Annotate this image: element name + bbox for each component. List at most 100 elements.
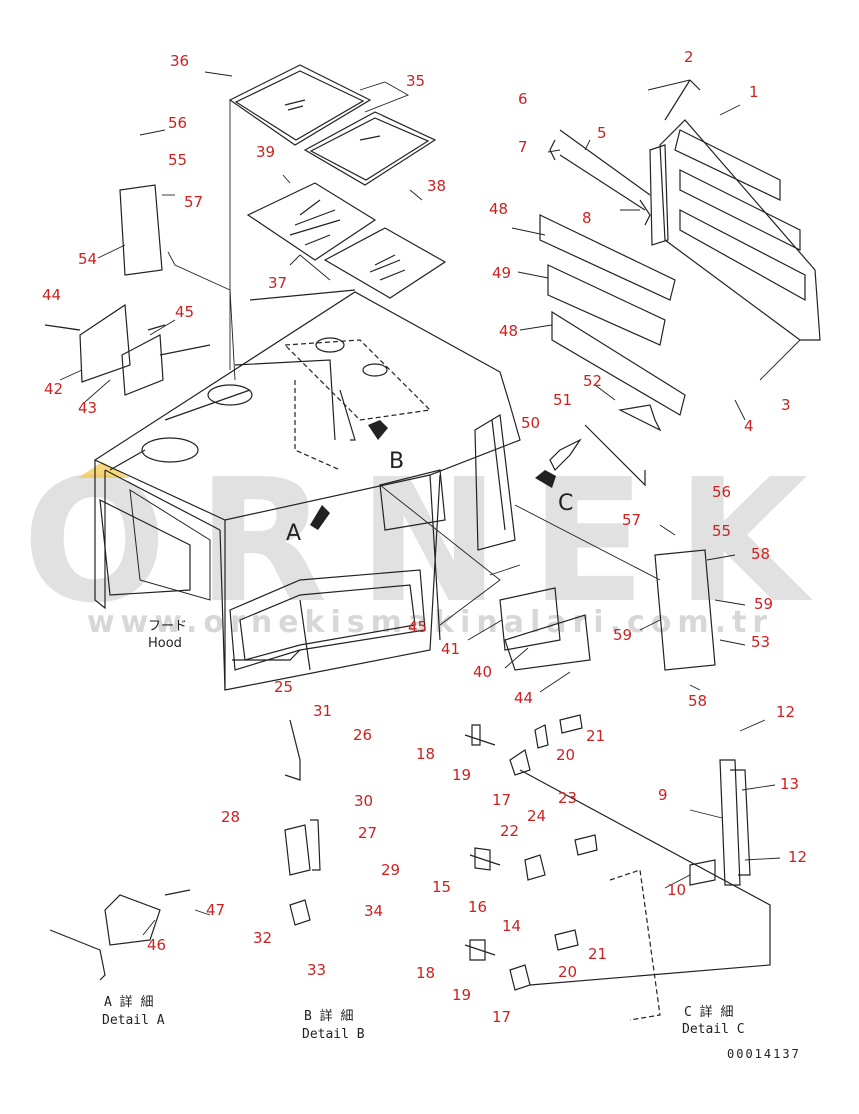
callout-56a[interactable]: 56: [168, 114, 187, 132]
callout-17b[interactable]: 17: [492, 1008, 511, 1026]
callout-25[interactable]: 25: [274, 678, 293, 696]
line-art: [44, 64, 821, 1021]
callout-18a[interactable]: 18: [416, 745, 435, 763]
callout-6[interactable]: 6: [518, 90, 528, 108]
callout-19b[interactable]: 19: [452, 986, 471, 1004]
callout-39[interactable]: 39: [256, 143, 275, 161]
callout-42[interactable]: 42: [44, 380, 63, 398]
callout-58b[interactable]: 58: [688, 692, 707, 710]
callout-52[interactable]: 52: [583, 372, 602, 390]
detail-a-title-jp: A 詳 細: [104, 994, 153, 1010]
callout-17a[interactable]: 17: [492, 791, 511, 809]
callout-31[interactable]: 31: [313, 702, 332, 720]
callout-5[interactable]: 5: [597, 124, 607, 142]
callout-3[interactable]: 3: [781, 396, 791, 414]
callout-55b[interactable]: 55: [712, 522, 731, 540]
callout-57b[interactable]: 57: [622, 511, 641, 529]
callout-30[interactable]: 30: [354, 792, 373, 810]
watermark-accent-shape: [78, 462, 130, 478]
callout-57a[interactable]: 57: [184, 193, 203, 211]
callout-16[interactable]: 16: [468, 898, 487, 916]
callout-20b[interactable]: 20: [558, 963, 577, 981]
view-letter-labels: A B C: [286, 449, 573, 546]
callout-9[interactable]: 9: [658, 786, 668, 804]
callout-56b[interactable]: 56: [712, 483, 731, 501]
callout-54[interactable]: 54: [78, 250, 97, 268]
view-arrows[interactable]: [310, 420, 556, 530]
detail-a-title-en: Detail A: [102, 1013, 165, 1028]
callout-18b[interactable]: 18: [416, 964, 435, 982]
detail-a-part: [49, 889, 191, 981]
callout-45a[interactable]: 45: [175, 303, 194, 321]
callout-46[interactable]: 46: [147, 936, 166, 954]
callout-34[interactable]: 34: [364, 902, 383, 920]
view-letter-b: B: [389, 449, 404, 474]
part-callouts: 1 2 3 4 5 6 7 8 9 10 12 13 12 14 15 16 1…: [42, 48, 807, 1026]
callout-53[interactable]: 53: [751, 633, 770, 651]
arrow-view-c[interactable]: [535, 470, 556, 488]
right-door-assembly: [539, 79, 821, 416]
hood-body: [93, 289, 521, 691]
callout-21b[interactable]: 21: [588, 945, 607, 963]
callout-13[interactable]: 13: [780, 775, 799, 793]
top-covers: [228, 64, 447, 299]
callout-21a[interactable]: 21: [586, 727, 605, 745]
callout-48b[interactable]: 48: [499, 322, 518, 340]
callout-7[interactable]: 7: [518, 138, 528, 156]
callout-12a[interactable]: 12: [776, 703, 795, 721]
callout-41[interactable]: 41: [441, 640, 460, 658]
arrow-view-b[interactable]: [368, 420, 388, 440]
callout-29[interactable]: 29: [381, 861, 400, 879]
callout-22[interactable]: 22: [500, 822, 519, 840]
detail-b-title-jp: B 詳 細: [304, 1008, 353, 1024]
callout-44b[interactable]: 44: [514, 689, 533, 707]
callout-59a[interactable]: 59: [754, 595, 773, 613]
hood-label: フード Hood: [148, 619, 187, 651]
callout-12b[interactable]: 12: [788, 848, 807, 866]
detail-c-title-jp: C 詳 細: [684, 1004, 733, 1020]
callout-32[interactable]: 32: [253, 929, 272, 947]
callout-15[interactable]: 15: [432, 878, 451, 896]
callout-51[interactable]: 51: [553, 391, 572, 409]
callout-37[interactable]: 37: [268, 274, 287, 292]
detail-c-title-en: Detail C: [682, 1022, 745, 1037]
left-filters: [44, 184, 211, 396]
callout-50[interactable]: 50: [521, 414, 540, 432]
callout-45b[interactable]: 45: [408, 618, 427, 636]
callout-23[interactable]: 23: [558, 789, 577, 807]
callout-40[interactable]: 40: [473, 663, 492, 681]
callout-4[interactable]: 4: [744, 417, 754, 435]
detail-b-title-en: Detail B: [302, 1027, 365, 1042]
side-panel-c: [474, 404, 716, 671]
callout-14[interactable]: 14: [502, 917, 521, 935]
callout-20a[interactable]: 20: [556, 746, 575, 764]
arrow-view-a[interactable]: [310, 505, 330, 530]
callout-55a[interactable]: 55: [168, 151, 187, 169]
detail-hardware: [284, 714, 771, 1021]
hood-label-jp: フード: [148, 619, 187, 634]
callout-43[interactable]: 43: [78, 399, 97, 417]
callout-36[interactable]: 36: [170, 52, 189, 70]
callout-38[interactable]: 38: [427, 177, 446, 195]
leader-lines: [59, 71, 801, 936]
callout-26[interactable]: 26: [353, 726, 372, 744]
callout-19a[interactable]: 19: [452, 766, 471, 784]
callout-1[interactable]: 1: [749, 83, 759, 101]
detail-captions: A 詳 細 Detail A B 詳 細 Detail B C 詳 細 Deta…: [102, 994, 745, 1042]
callout-10[interactable]: 10: [667, 881, 686, 899]
callout-44a[interactable]: 44: [42, 286, 61, 304]
callout-58a[interactable]: 58: [751, 545, 770, 563]
callout-2[interactable]: 2: [684, 48, 694, 66]
callout-48a[interactable]: 48: [489, 200, 508, 218]
callout-27[interactable]: 27: [358, 824, 377, 842]
callout-28[interactable]: 28: [221, 808, 240, 826]
callout-24[interactable]: 24: [527, 807, 546, 825]
callout-47[interactable]: 47: [206, 901, 225, 919]
callout-33[interactable]: 33: [307, 961, 326, 979]
callout-59b[interactable]: 59: [613, 626, 632, 644]
callout-8[interactable]: 8: [582, 209, 592, 227]
callout-35[interactable]: 35: [406, 72, 425, 90]
callout-49[interactable]: 49: [492, 264, 511, 282]
